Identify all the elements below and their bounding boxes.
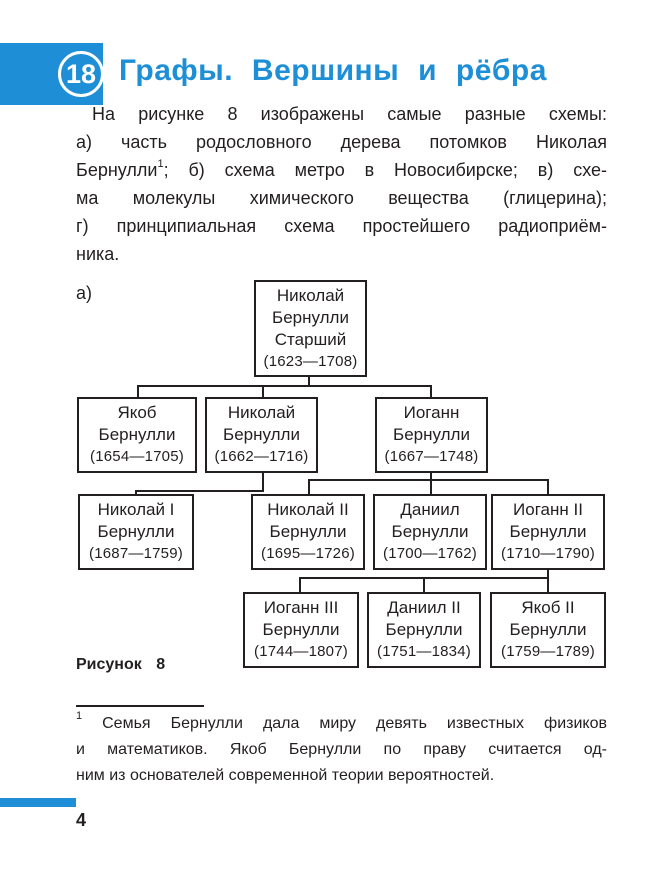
intro-line: а) часть родословного дерева потомков Ни… [76,132,607,152]
page-number: 4 [76,810,87,830]
footnote-line: 1 Семья Бернулли дала миру девять извест… [76,709,607,737]
tree-node-nikolai-ii: Николай II Бернулли (1695—1726) [251,494,365,570]
intro-line: ма молекулы химического вещества (глицер… [76,188,607,208]
tree-connector [430,479,432,495]
node-surname: Бернулли [393,425,470,444]
tree-connector [137,385,431,387]
node-surname: Бернулли [269,522,347,541]
node-surname: Бернулли [509,620,587,639]
node-dates: (1654—1705) [90,448,184,465]
tree-connector [308,479,310,495]
node-surname: Бернулли [223,425,300,444]
figure-label: а) [76,283,93,303]
tree-connector [423,577,425,593]
node-surname: Бернулли [97,522,175,541]
node-dates: (1662—1716) [214,448,309,465]
node-name: Якоб II [521,598,575,617]
node-name: Иоганн II [513,500,583,519]
node-surname: Бернулли [509,522,587,541]
tree-node-johann-iii: Иоганн III Бернулли (1744—1807) [243,592,359,668]
node-name: Николай [276,285,345,305]
node-name: Даниил [400,500,460,519]
intro-line: Бернулли1; б) схема метро в Новосибирске… [76,156,607,184]
tree-node-johann: Иоганн Бернулли (1667—1748) [375,397,488,473]
tree-connector [308,479,548,481]
node-name: Николай II [267,500,349,519]
page-accent-bar [0,798,76,807]
intro-line: ника. [76,244,120,264]
tree-node-daniel: Даниил Бернулли (1700—1762) [373,494,487,570]
tree-node-jakob-ii: Якоб II Бернулли (1759—1789) [490,592,606,668]
tree-connector [135,490,264,492]
intro-paragraph: На рисунке 8 изображены самые разные схе… [76,100,607,268]
node-dates: (1695—1726) [261,545,355,562]
footnote-reference[interactable]: 1 [157,158,164,170]
node-name: Николай I [97,500,175,519]
node-epithet: Старший [274,329,347,349]
figure-caption: Рисунок 8 [76,656,166,673]
node-dates: (1744—1807) [254,643,348,660]
footnote: 1 Семья Бернулли дала миру девять извест… [76,709,607,789]
footnote-divider [76,705,204,707]
intro-line: г) принципиальная схема простейшего ради… [76,216,607,236]
node-surname: Бернулли [385,620,463,639]
tree-node-jakob: Якоб Бернулли (1654—1705) [77,397,197,473]
tree-connector [430,472,432,480]
node-surname: Бернулли [262,620,340,639]
node-dates: (1751—1834) [377,643,471,660]
tree-connector [547,569,549,578]
tree-connector [262,471,264,491]
node-surname: Бернулли [391,522,469,541]
node-dates: (1687—1759) [89,545,183,562]
intro-line: На рисунке 8 изображены самые разные схе… [92,104,607,124]
tree-node-nikolai-senior: Николай Бернулли Старший (1623—1708) [254,280,367,377]
intro-line-part: Бернулли [76,160,158,180]
node-dates: (1667—1748) [384,448,479,465]
node-dates: (1700—1762) [383,545,477,562]
tree-connector [299,577,301,593]
tree-node-nikolai-i: Николай I Бернулли (1687—1759) [78,494,194,570]
node-dates: (1759—1789) [501,643,595,660]
intro-line-part: ; б) схема метро в Новосибирске; в) схе- [163,160,607,180]
tree-node-johann-ii: Иоганн II Бернулли (1710—1790) [491,494,605,570]
tree-connector [299,577,549,579]
footnote-text: Семья Бернулли дала миру девять известны… [102,715,607,732]
tree-node-nikolai: Николай Бернулли (1662—1716) [205,397,318,473]
footnote-line: ним из основателей современной теории ве… [76,767,495,784]
node-name: Даниил II [387,598,461,617]
node-name: Николай [227,403,296,422]
node-name: Иоганн III [263,598,339,617]
node-name: Якоб [117,403,157,422]
node-dates: (1623—1708) [263,352,358,370]
chapter-number-badge: 18 [58,51,104,97]
footnote-line: и математиков. Якоб Бернулли по праву сч… [76,741,607,758]
chapter-title: Графы. Вершины и рёбра [119,54,547,87]
node-name: Иоганн [403,403,460,422]
node-surname: Бернулли [272,307,349,327]
tree-connector [547,577,549,593]
node-dates: (1710—1790) [501,545,595,562]
tree-node-daniel-ii: Даниил II Бернулли (1751—1834) [367,592,481,668]
node-surname: Бернулли [98,425,176,444]
tree-connector [547,479,549,495]
footnote-mark: 1 [76,709,83,722]
